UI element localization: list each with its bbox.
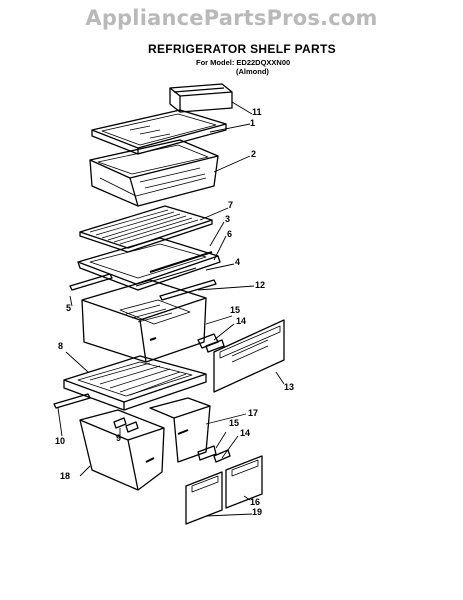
callout-17: 17: [248, 408, 259, 418]
part-11-small-bin: [169, 83, 233, 113]
variant-label: (Almond): [236, 67, 269, 76]
callout-13: 13: [284, 382, 295, 392]
part-7-glass-panel: [79, 205, 213, 253]
callout-3: 3: [225, 214, 231, 224]
part-14-clip: [197, 333, 225, 353]
callout-4: 4: [235, 257, 241, 267]
callout-10: 10: [55, 436, 66, 446]
part-13-drawer-front: [213, 319, 285, 393]
callout-8: 8: [58, 341, 64, 351]
callout-6: 6: [227, 229, 233, 239]
callout-12: 12: [255, 280, 266, 290]
page-title: REFRIGERATOR SHELF PARTS: [148, 42, 336, 56]
part-8-glass-shelf: [63, 355, 207, 411]
part-4-slide-rails: [69, 267, 217, 301]
callout-16: 16: [250, 497, 261, 507]
leader-lines: [57, 101, 285, 517]
callout-2: 2: [251, 149, 257, 159]
model-line: For Model: ED22DQXXN00: [196, 58, 291, 67]
callout-18: 18: [60, 471, 71, 481]
part-18-lower-pan: [79, 409, 165, 491]
part-12-crisper-pan: [81, 279, 207, 363]
callout-11: 11: [252, 107, 262, 117]
callout-5: 5: [66, 303, 72, 313]
watermark: AppliancePartsPros.com: [85, 6, 378, 30]
callout-14-lower: 14: [240, 428, 251, 438]
part-17-lower-pan: [149, 397, 211, 463]
part-2-crisper-frame: [89, 139, 219, 207]
callout-1: 1: [250, 118, 256, 128]
part-14-lower-clip: [197, 445, 231, 463]
part-9-clip: [113, 417, 139, 433]
part-16-drawer-front: [185, 455, 263, 525]
part-10-rail: [53, 393, 91, 409]
callout-14: 14: [236, 316, 247, 326]
callout-15: 15: [230, 305, 241, 315]
callout-15-lower: 15: [229, 418, 240, 428]
part-3-shelf-frame: [77, 237, 221, 291]
callout-7: 7: [228, 200, 234, 210]
callout-9: 9: [116, 433, 122, 443]
part-1-glass-shelf: [91, 109, 227, 155]
callout-19: 19: [252, 507, 263, 517]
